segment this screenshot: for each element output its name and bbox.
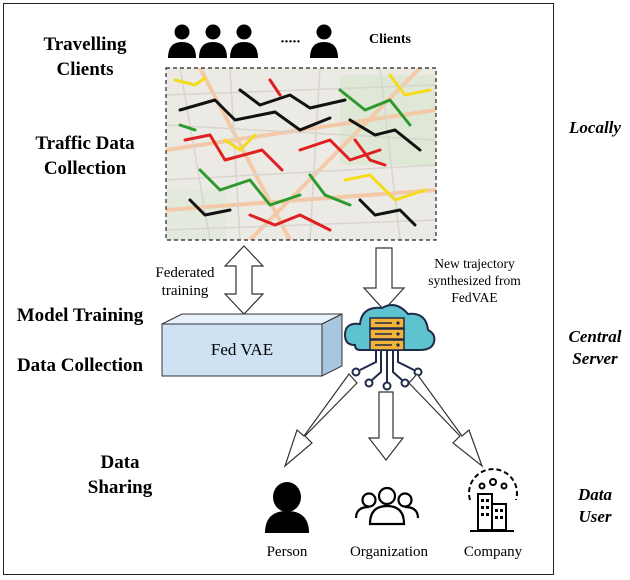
user-label-person: Person — [266, 544, 308, 560]
cloud-server-icon — [343, 304, 436, 391]
organization-icon — [354, 486, 420, 526]
clients-ellipsis: ····· — [279, 34, 301, 50]
stage-travelling-clients: Travelling Clients — [43, 34, 127, 80]
side-label-locally: Locally — [569, 118, 621, 137]
trajectory-down-arrow — [362, 247, 406, 311]
company-icon — [468, 468, 518, 532]
client-person-icon — [199, 24, 227, 58]
federated-training-label: Federated training — [155, 265, 215, 299]
diagram-frame — [3, 3, 554, 575]
traffic-map-border — [165, 67, 437, 241]
side-label-data-user: Data User — [578, 485, 612, 526]
federated-training-arrow — [223, 245, 265, 315]
traffic-map — [166, 68, 436, 240]
stage-model-training: Model Training — [16, 305, 144, 326]
client-person-icon — [230, 24, 258, 58]
person-icon — [265, 482, 309, 533]
stage-data-sharing: Data Sharing — [87, 452, 153, 498]
client-person-icon — [168, 24, 196, 58]
side-label-central-server: Central Server — [568, 327, 622, 368]
share-arrow-organization — [367, 391, 405, 461]
stage-traffic-data-collection: Traffic Data Collection — [35, 133, 135, 179]
share-arrow-company — [408, 373, 484, 468]
share-arrow-person — [283, 373, 358, 468]
fedvae-box — [161, 313, 343, 377]
clients-label: Clients — [369, 32, 411, 47]
user-label-company: Company — [463, 544, 523, 560]
new-trajectory-label: New trajectory synthesized from FedVAE — [428, 256, 521, 305]
client-person-icon — [310, 24, 338, 58]
fedvae-label: Fed VAE — [210, 340, 274, 359]
user-label-organization: Organization — [349, 544, 429, 560]
stage-data-collection: Data Collection — [16, 355, 144, 376]
